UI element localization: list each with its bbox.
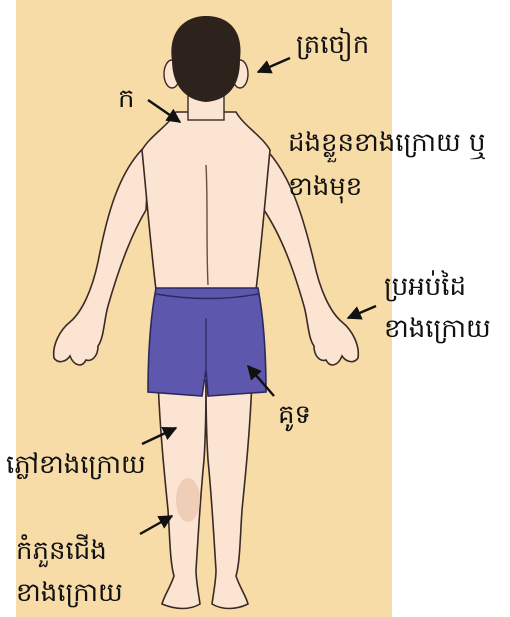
label-buttocks: គូទ bbox=[278, 398, 311, 432]
label-calf-line2: ខាងក្រោយ bbox=[16, 576, 123, 610]
arrow-neck bbox=[148, 100, 180, 122]
arrow-ear bbox=[258, 58, 290, 72]
shorts bbox=[148, 288, 266, 396]
label-hand-line1: ប្រអប់ដៃ bbox=[384, 270, 466, 304]
label-calf-line1: កំភួនជើង bbox=[16, 534, 107, 568]
arrow-hand bbox=[348, 306, 376, 318]
head bbox=[164, 16, 248, 120]
left-leg bbox=[158, 380, 206, 609]
label-ear: ត្រចៀក bbox=[296, 28, 369, 62]
label-hand-line2: ខាងក្រោយ bbox=[384, 312, 491, 346]
right-leg bbox=[206, 380, 252, 609]
label-thigh: ភ្លៅខាងក្រោយ bbox=[6, 448, 146, 482]
label-back-line2: ខាងមុខ bbox=[288, 170, 362, 204]
label-back-line1: ដងខ្លួនខាងក្រោយ ឬ bbox=[288, 126, 486, 160]
left-arm bbox=[54, 142, 150, 365]
arrow-calf bbox=[140, 516, 172, 534]
label-neck: ក bbox=[118, 82, 135, 116]
torso bbox=[142, 112, 270, 290]
